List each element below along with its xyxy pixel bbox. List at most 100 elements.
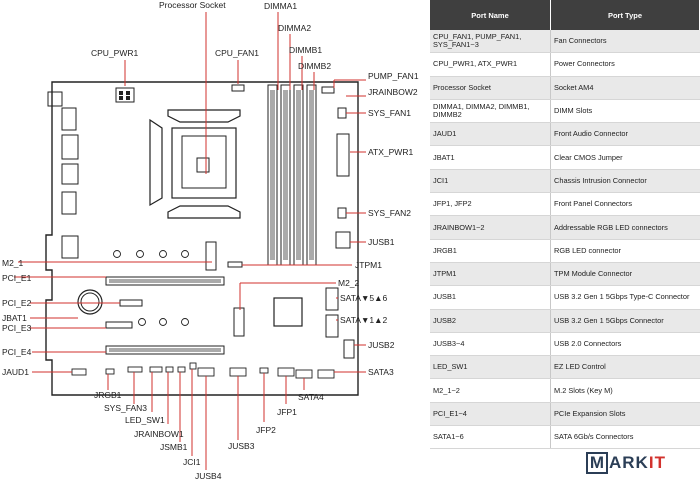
markit-watermark: M ARKIT (586, 450, 666, 476)
port-name-cell: Processor Socket (430, 76, 551, 100)
port-name-cell: M2_1~2 (430, 378, 551, 403)
port-name-cell: LED_SW1 (430, 355, 551, 380)
port-name-cell: PCI_E1~4 (430, 402, 551, 427)
label-pci-e3: PCI_E3 (2, 323, 32, 333)
label-jusb4: JUSB4 (195, 471, 222, 481)
dimm-slots (267, 84, 317, 266)
label-jbat1: JBAT1 (2, 313, 27, 323)
label-jci1: JCI1 (183, 457, 201, 467)
cmos-battery (77, 289, 103, 315)
label-jtpm1: JTPM1 (355, 260, 382, 270)
processor-socket (171, 127, 237, 199)
chipset (273, 297, 303, 327)
watermark-box-letter: M (586, 452, 608, 474)
port-type-cell: Fan Connectors (550, 30, 700, 54)
port-type-cell: M.2 Slots (Key M) (550, 378, 700, 403)
label-jusb2: JUSB2 (368, 340, 395, 350)
label-jrainbow1: JRAINBOW1 (134, 429, 184, 439)
label-processor-socket: Processor Socket (159, 0, 226, 10)
port-name-cell: DIMMA1, DIMMA2, DIMMB1, DIMMB2 (430, 99, 551, 124)
label-jfp1: JFP1 (277, 407, 297, 417)
label-jusb1: JUSB1 (368, 237, 395, 247)
pump-fan1-header (321, 86, 335, 94)
watermark-word: ARK (609, 453, 649, 472)
port-type-cell: RGB LED connector (550, 239, 700, 263)
header-port-name: Port Name (430, 0, 551, 30)
label-jsmb1: JSMB1 (160, 442, 188, 452)
port-type-cell: PCIe Expansion Slots (550, 402, 700, 427)
port-name-cell: JRGB1 (430, 239, 551, 263)
label-dimma2: DIMMA2 (278, 23, 311, 33)
label-m2-2: M2_2 (338, 278, 360, 288)
label-sata4: SATA4 (298, 392, 324, 402)
label-pci-e4: PCI_E4 (2, 347, 32, 357)
port-type-cell: Addressable RGB LED connectors (550, 215, 700, 240)
label-jusb3: JUSB3 (228, 441, 255, 451)
label-pci-e1: PCI_E1 (2, 273, 32, 283)
leader-lines (14, 12, 366, 470)
label-led-sw1: LED_SW1 (125, 415, 165, 425)
motherboard-diagram: Processor Socket DIMMA1 DIMMA2 DIMMB1 DI… (2, 0, 419, 481)
jtpm1-header (227, 261, 243, 268)
board-outline (45, 81, 359, 396)
label-sys-fan2: SYS_FAN2 (368, 208, 411, 218)
label-sys-fan1: SYS_FAN1 (368, 108, 411, 118)
jusb1-connector (335, 231, 351, 249)
label-pump-fan1: PUMP_FAN1 (368, 71, 419, 81)
port-type-cell: EZ LED Control (550, 355, 700, 380)
port-name-cell: JRAINBOW1~2 (430, 215, 551, 240)
label-sata12: SATA▼1▲2 (340, 315, 387, 325)
label-sys-fan3: SYS_FAN3 (104, 403, 147, 413)
port-name-cell: SATA1~6 (430, 425, 551, 450)
port-type-cell: Socket AM4 (550, 76, 700, 100)
header-port-type: Port Type (550, 0, 700, 30)
m2-1-slot (205, 241, 217, 271)
port-name-cell: JFP1, JFP2 (430, 192, 551, 217)
port-name-cell: JAUD1 (430, 122, 551, 147)
watermark-accent: IT (648, 453, 666, 472)
label-jfp2: JFP2 (256, 425, 276, 435)
label-sata56: SATA▼5▲6 (340, 293, 387, 303)
label-dimmb2: DIMMB2 (298, 61, 331, 71)
port-type-cell: Power Connectors (550, 52, 700, 77)
port-name-cell: JUSB1 (430, 285, 551, 310)
port-name-cell: JTPM1 (430, 262, 551, 287)
rear-io (47, 91, 79, 259)
port-type-cell: USB 3.2 Gen 1 5Gbps Connector (550, 309, 700, 333)
label-jrgb1: JRGB1 (94, 390, 122, 400)
label-cpu-pwr1: CPU_PWR1 (91, 48, 139, 58)
atx-pwr1-connector (336, 133, 350, 177)
label-atx-pwr1: ATX_PWR1 (368, 147, 413, 157)
vrm-heatsinks (149, 109, 241, 219)
port-type-cell: DIMM Slots (550, 99, 700, 124)
label-cpu-fan1: CPU_FAN1 (215, 48, 259, 58)
port-type-cell: Clear CMOS Jumper (550, 145, 700, 170)
sys-fan1-header (337, 107, 347, 119)
port-table: Port Name Port Type CPU_FAN1, PUMP_FAN1,… (430, 0, 700, 450)
sys-fan2-header (337, 207, 347, 219)
table-header-row: Port Name Port Type (430, 0, 700, 30)
m2-2-slot (233, 307, 245, 337)
port-name-cell: CPU_PWR1, ATX_PWR1 (430, 52, 551, 77)
port-type-cell: Front Panel Connectors (550, 192, 700, 217)
label-m2-1: M2_1 (2, 258, 24, 268)
port-type-cell: TPM Module Connector (550, 262, 700, 287)
port-type-cell: Chassis Intrusion Connector (550, 169, 700, 194)
port-type-cell: SATA 6Gb/s Connectors (550, 425, 700, 450)
label-jrainbow2: JRAINBOW2 (368, 87, 418, 97)
